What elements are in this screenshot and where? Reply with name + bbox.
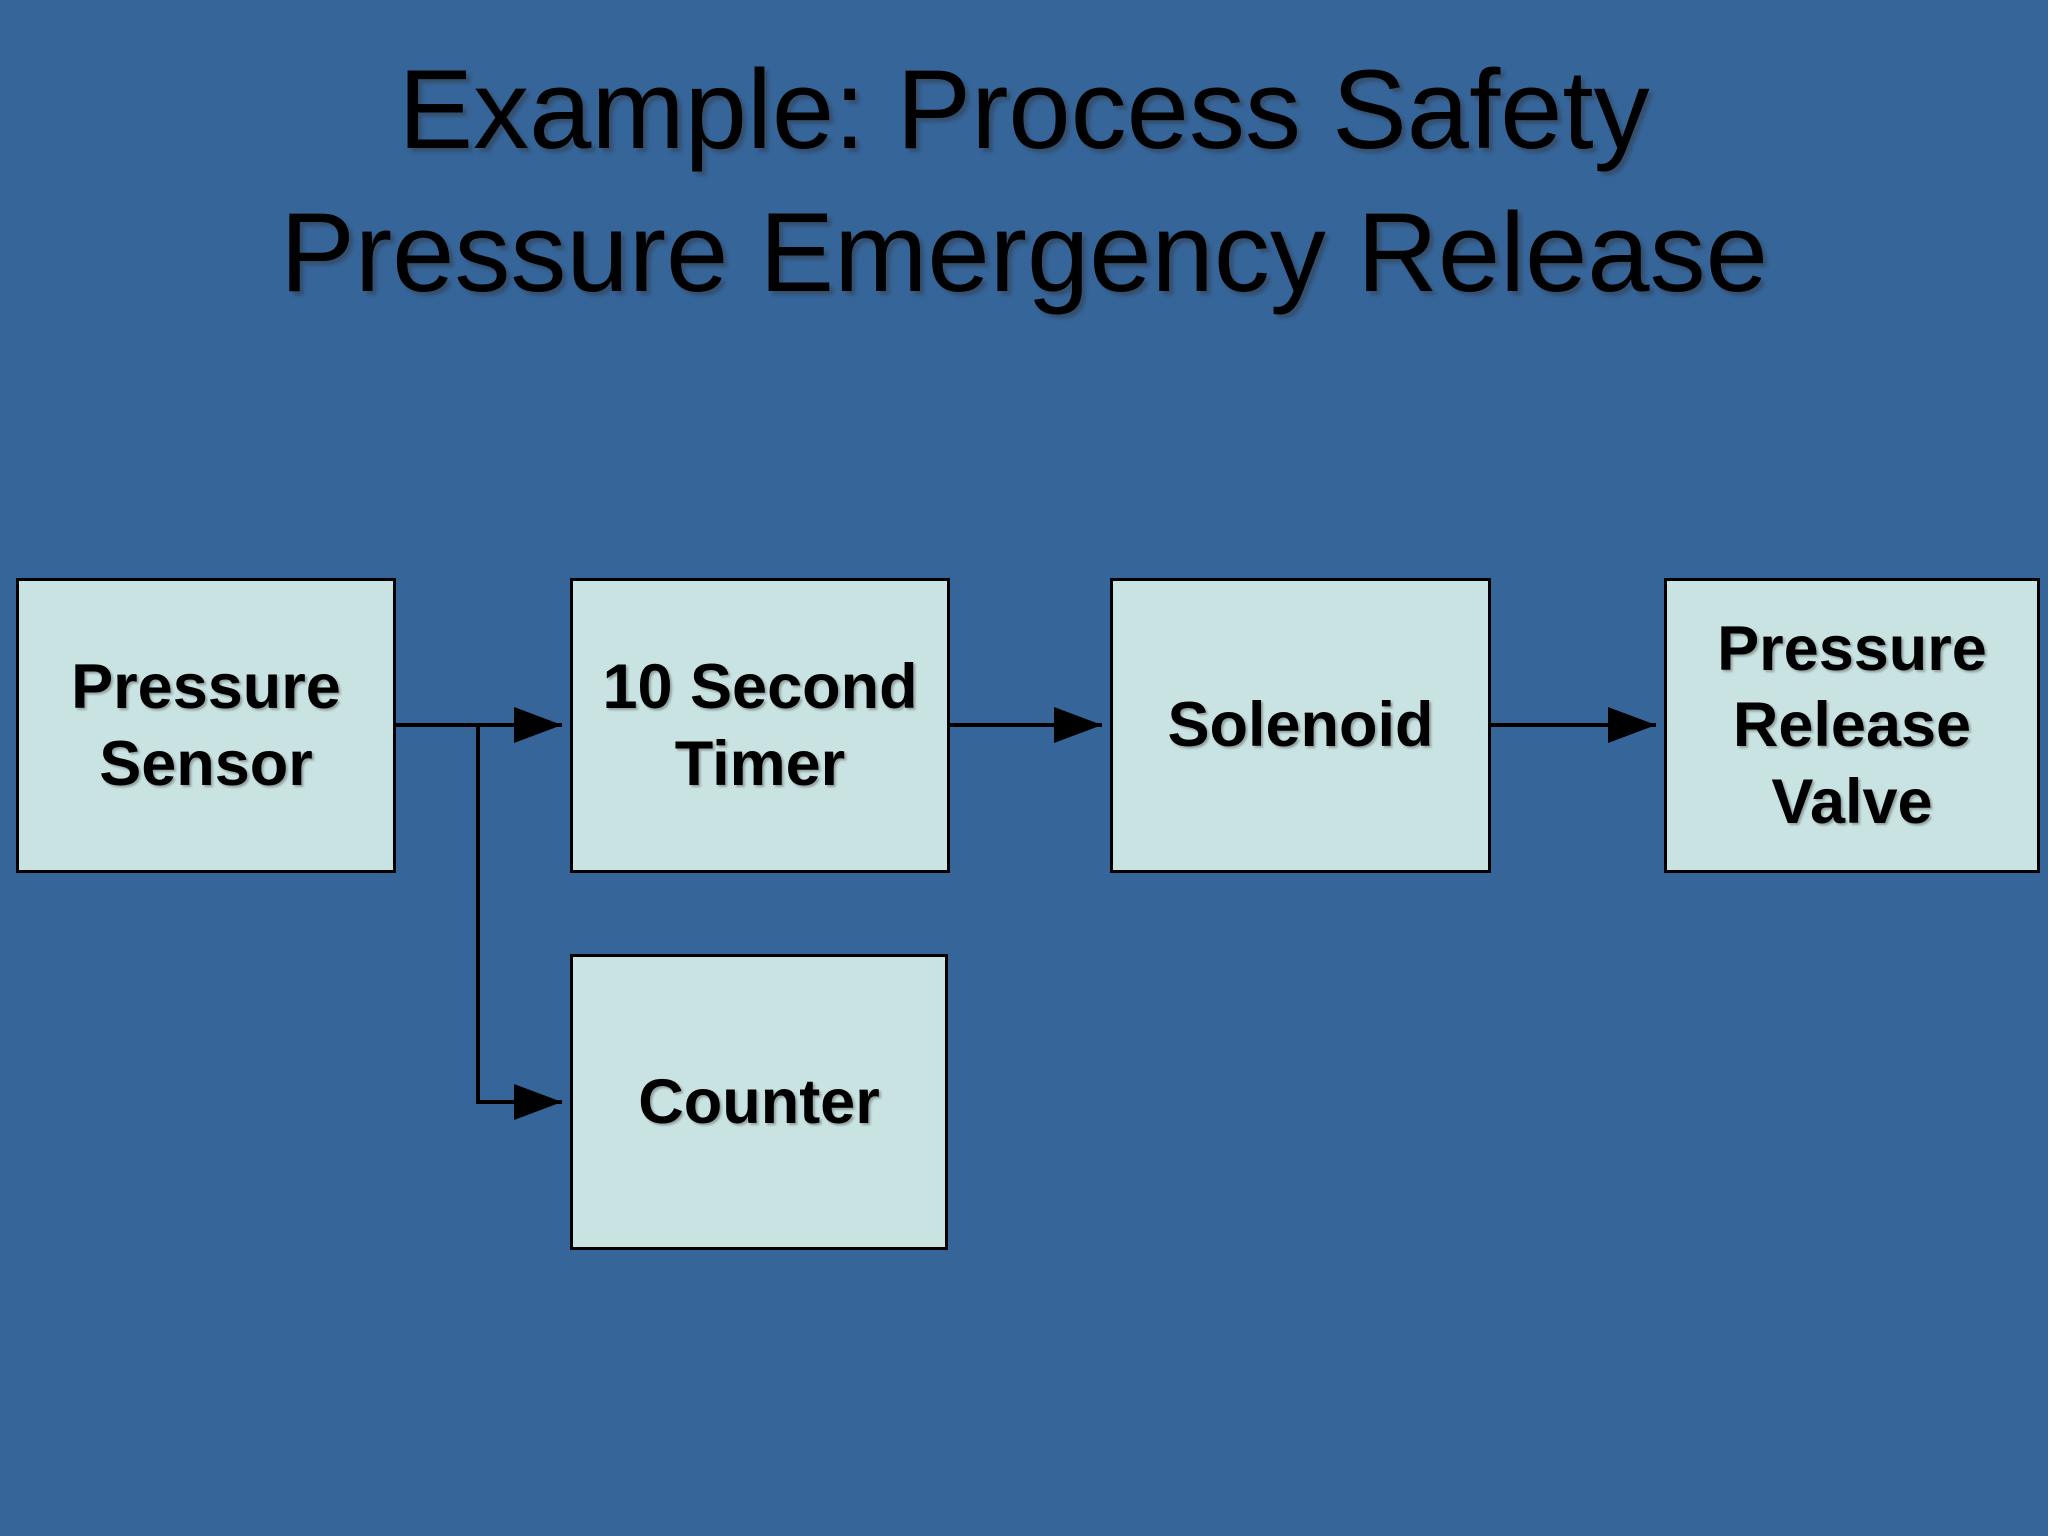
node-counter: Counter [570,954,948,1250]
node-pressure-release-valve-label: Pressure Release Valve [1717,614,1987,837]
slide-title: Example: Process Safety Pressure Emergen… [280,47,1768,316]
node-pressure-release-valve: Pressure Release Valve [1664,578,2040,873]
node-counter-label: Counter [638,1066,880,1137]
node-pressure-sensor: Pressure Sensor [16,578,396,873]
connector-sensor-to-counter [476,725,562,1120]
node-ten-second-timer: 10 Second Timer [570,578,950,873]
node-ten-second-timer-label: 10 Second Timer [602,652,918,799]
node-solenoid-label: Solenoid [1167,690,1434,761]
node-solenoid: Solenoid [1110,578,1491,873]
node-pressure-sensor-label: Pressure Sensor [71,652,341,799]
